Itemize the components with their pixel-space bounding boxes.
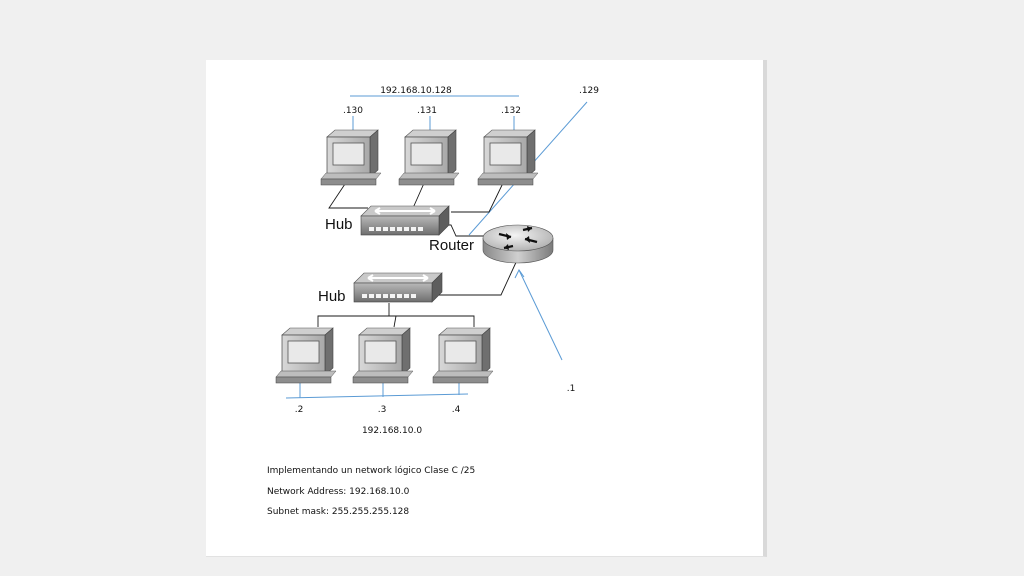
- gateway-label-1: .1: [567, 384, 576, 394]
- network-diagram: 192.168.10.128 .130 .131 .132 .129 Hub R…: [275, 86, 599, 436]
- note-subnet-mask: Subnet mask: 255.255.255.128: [267, 507, 410, 517]
- router: [482, 224, 554, 264]
- gateway-label-129: .129: [579, 86, 599, 96]
- arrowhead: [514, 269, 525, 279]
- pc-132: [477, 129, 539, 186]
- host-label-131: .131: [417, 106, 437, 116]
- host-label-3: .3: [378, 405, 387, 415]
- hub-top-label: Hub: [325, 216, 353, 233]
- hub-bottom-label: Hub: [318, 288, 346, 305]
- router-label: Router: [429, 237, 474, 254]
- bottom-network-label: 192.168.10.0: [362, 426, 422, 436]
- host-label-132: .132: [501, 106, 521, 116]
- pc-4: [432, 327, 494, 384]
- host-label-4: .4: [452, 405, 461, 415]
- bottom-network-line: [285, 393, 469, 399]
- host-label-130: .130: [343, 106, 363, 116]
- host-label-2: .2: [295, 405, 304, 415]
- hub-top: [360, 205, 450, 236]
- hub-bottom: [353, 272, 443, 303]
- pc-3: [352, 327, 414, 384]
- pc-130: [320, 129, 382, 186]
- top-network-label: 192.168.10.128: [380, 86, 452, 96]
- notes: Implementando un network lógico Clase C …: [267, 465, 475, 527]
- note-network-address: Network Address: 192.168.10.0: [267, 486, 410, 497]
- note-title: Implementando un network lógico Clase C …: [267, 466, 476, 476]
- pc-131: [398, 129, 460, 186]
- gateway-1-arrow: [518, 269, 563, 361]
- pc-2: [275, 327, 337, 384]
- document-page: 192.168.10.128 .130 .131 .132 .129 Hub R…: [206, 60, 767, 557]
